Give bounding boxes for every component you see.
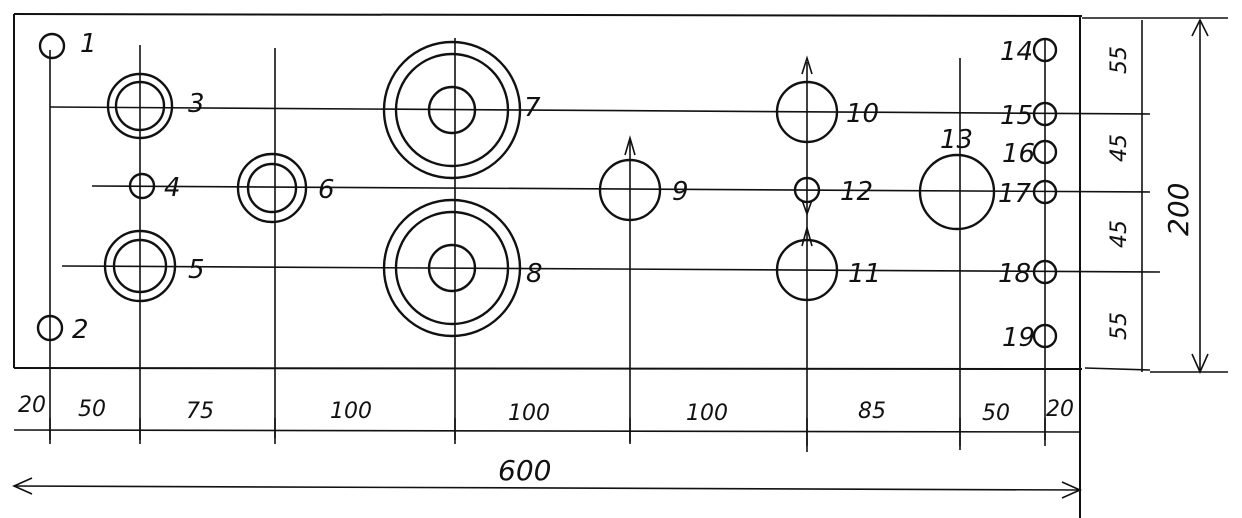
horizontal-dimension-chain: 20 50 75 100 100 100 85 50 20	[13, 393, 1081, 446]
hole-label: 19	[1002, 323, 1035, 353]
hole-14: 14	[1000, 37, 1058, 67]
dim-label: 45	[1107, 134, 1132, 162]
dim-label: 55	[1107, 312, 1132, 340]
hole-12: 12	[793, 176, 873, 207]
dim-label: 20	[18, 393, 46, 418]
hole-18: 18	[998, 259, 1058, 289]
overall-length-dimension: 600	[12, 454, 1082, 499]
hole-4: 4	[128, 172, 181, 203]
overall-height-label: 200	[1162, 183, 1195, 236]
hole-label: 8	[526, 259, 543, 289]
hole-11: 11	[775, 238, 881, 302]
dim-label: 20	[1046, 397, 1074, 422]
hole-label: 9	[672, 177, 689, 207]
dim-label: 100	[508, 401, 550, 426]
hole-label: 10	[846, 99, 879, 129]
hole-9: 9	[598, 158, 689, 222]
hole-13: 13	[918, 125, 996, 231]
hole-label: 6	[318, 175, 335, 205]
overall-height-dimension: 200	[1150, 17, 1228, 374]
hole-label: 18	[998, 259, 1031, 289]
dimension-ticks	[49, 418, 1046, 446]
hole-10: 10	[775, 80, 879, 144]
hole-15: 15	[1000, 101, 1058, 131]
hole-label: 11	[848, 259, 881, 289]
hole-2: 2	[36, 314, 89, 345]
plate-outline	[13, 13, 1083, 518]
hole-label: 12	[840, 177, 873, 207]
dim-label: 85	[858, 399, 886, 424]
dim-label: 50	[982, 401, 1010, 426]
vertical-center-lines	[49, 38, 1046, 452]
hole-5: 5	[103, 229, 205, 303]
hole-17: 17	[998, 179, 1058, 209]
vertical-dimension-chain: 55 45 45 55	[1082, 17, 1151, 372]
dim-label: 45	[1107, 220, 1132, 248]
dim-label: 100	[686, 401, 728, 426]
hole-3: 3	[106, 72, 205, 140]
hole-label: 14	[1000, 37, 1033, 67]
hole-16: 16	[1002, 139, 1058, 169]
hole-label: 13	[940, 125, 973, 155]
hole-label: 1	[80, 29, 97, 59]
hole-label: 17	[998, 179, 1032, 209]
overall-length-label: 600	[498, 454, 551, 487]
hole-1: 1	[38, 29, 97, 60]
hole-19: 19	[1002, 323, 1058, 353]
dim-label: 100	[330, 399, 372, 424]
dim-label: 75	[186, 399, 214, 424]
dim-label: 50	[78, 397, 106, 422]
hole-label: 2	[72, 315, 89, 345]
hole-label: 16	[1002, 139, 1035, 169]
hole-6: 6	[236, 152, 335, 224]
hole-label: 3	[188, 89, 205, 119]
hole-7: 7	[382, 40, 541, 180]
hole-label: 5	[188, 255, 205, 285]
centerline-arrows	[624, 55, 813, 247]
hole-label: 7	[524, 93, 541, 123]
dim-label: 55	[1107, 46, 1132, 74]
horizontal-center-lines	[49, 106, 1161, 273]
hole-label: 15	[1000, 101, 1033, 131]
hole-8: 8	[382, 198, 543, 338]
hole-label: 4	[164, 173, 181, 203]
